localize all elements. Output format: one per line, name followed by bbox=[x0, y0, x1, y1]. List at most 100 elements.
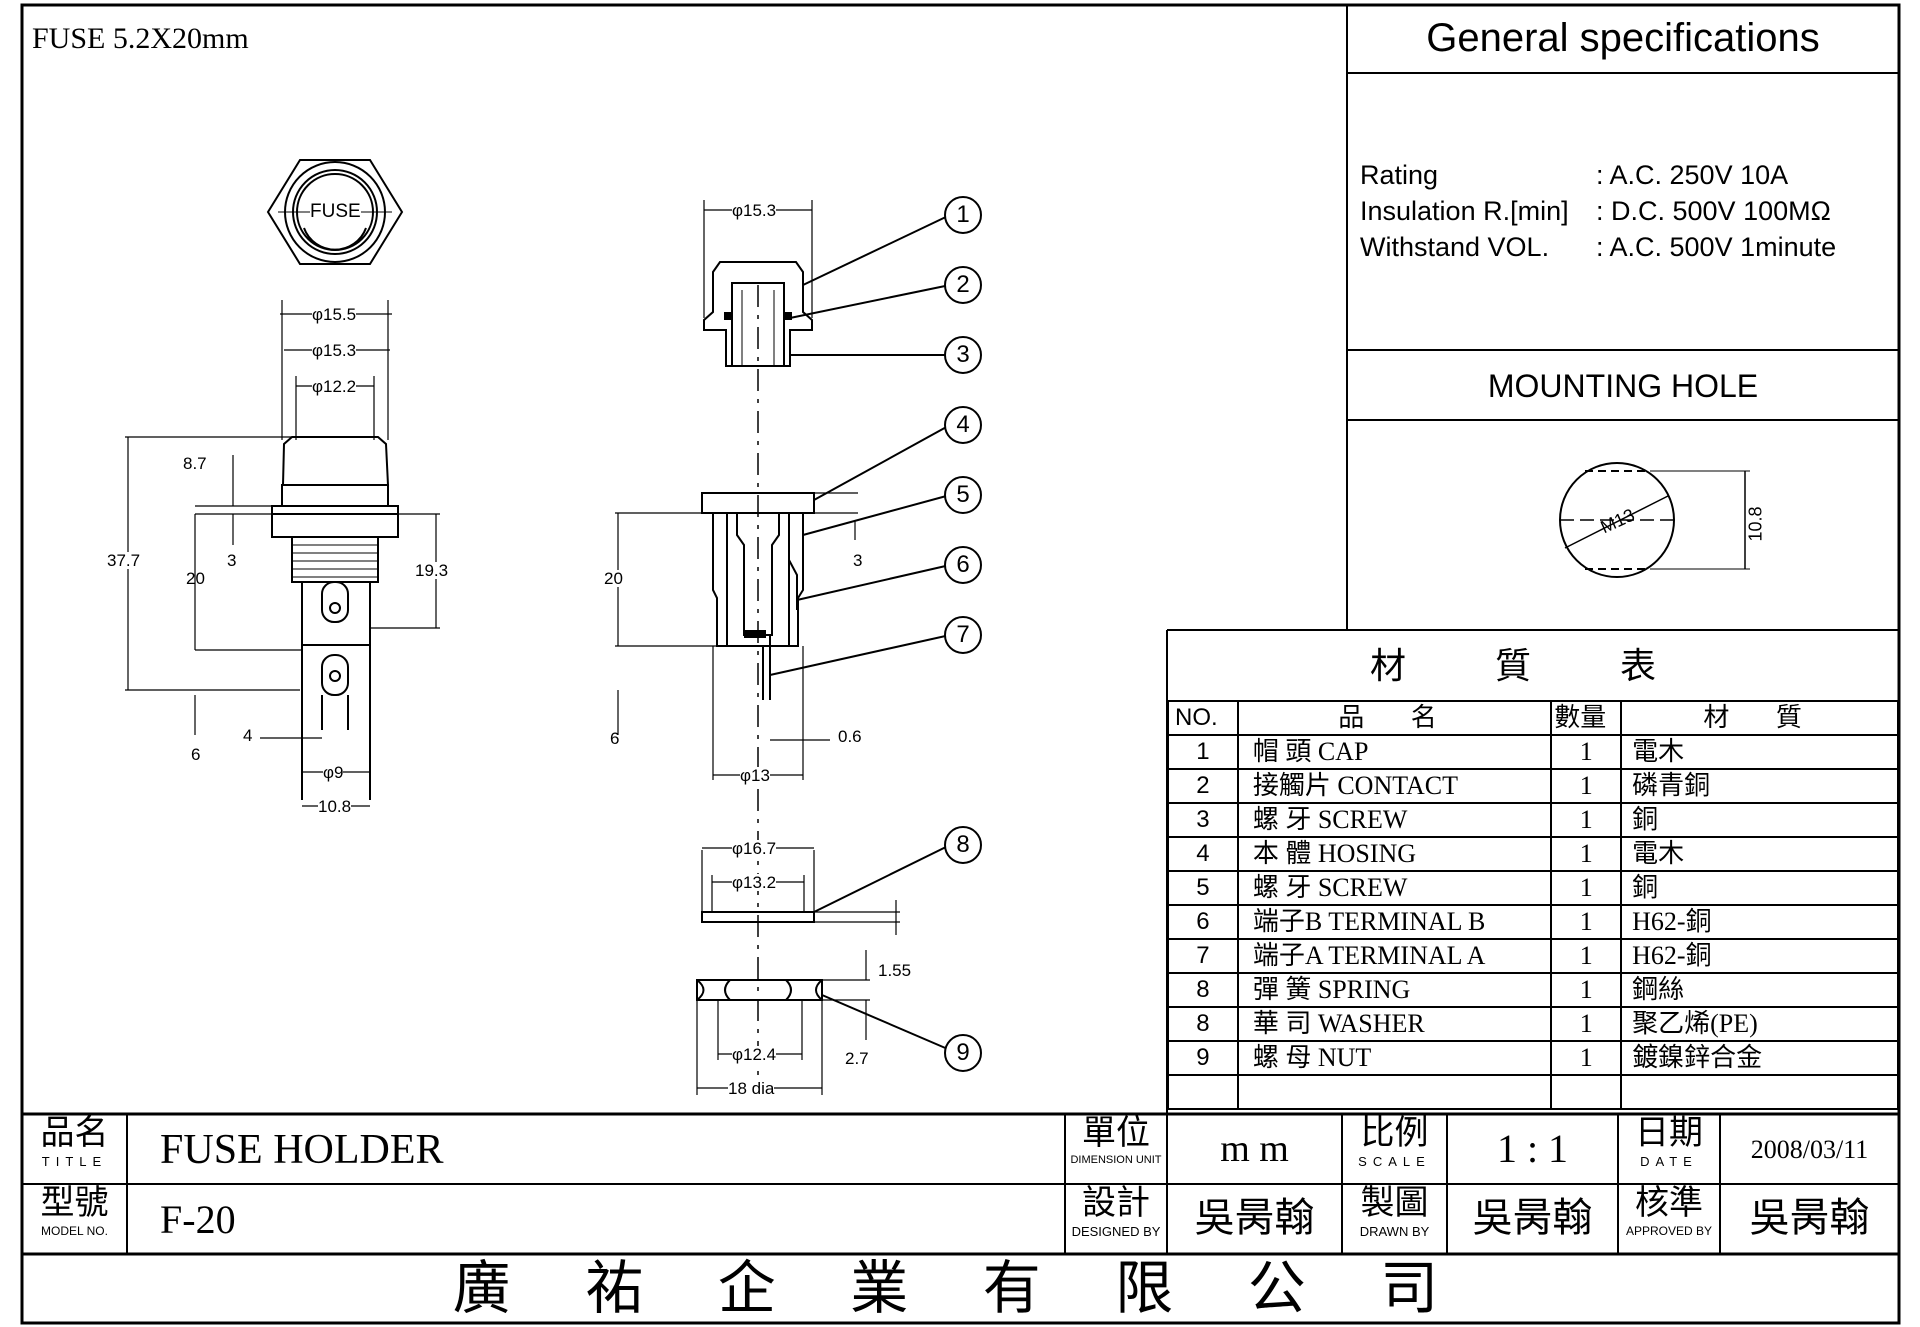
materials-cell-no: 8 bbox=[1167, 972, 1239, 1008]
spec-label-insulation: Insulation R.[min] bbox=[1360, 196, 1569, 226]
dim-nut-width: 18 dia bbox=[728, 1079, 775, 1098]
dim-term-width: 4 bbox=[243, 726, 253, 745]
designed-label: 設計 DESIGNED BY bbox=[1065, 1184, 1167, 1254]
scale-label-en: SCALE bbox=[1358, 1154, 1431, 1169]
company-name: 廣 祐 企 業 有 限 公 司 bbox=[452, 1256, 1469, 1321]
materials-cell-material: 電木 bbox=[1620, 836, 1899, 872]
dim-nut-dia: φ12.4 bbox=[732, 1045, 777, 1064]
dim-exp-term: 6 bbox=[610, 729, 620, 748]
materials-cell-material: H62-銅 bbox=[1620, 904, 1899, 940]
materials-cell-no: 5 bbox=[1167, 870, 1239, 906]
materials-cell-material: 鋼絲 bbox=[1620, 972, 1899, 1008]
fuse-size-label: FUSE 5.2X20mm bbox=[32, 22, 249, 55]
approved-value: 吳昺翰 bbox=[1749, 1195, 1870, 1240]
materials-cell-qty: 1 bbox=[1550, 1040, 1623, 1076]
materials-cell-qty bbox=[1550, 1074, 1623, 1110]
spec-value-withstand: : A.C. 500V 1minute bbox=[1596, 232, 1837, 262]
dim-cap-dia: φ15.3 bbox=[732, 201, 777, 220]
model-label: 型號 MODEL NO. bbox=[22, 1184, 127, 1254]
materials-cell-name: 本 體 HOSING bbox=[1236, 836, 1553, 872]
unit-value: m m bbox=[1220, 1128, 1289, 1170]
materials-cell-name: 帽 頭 CAP bbox=[1236, 734, 1553, 770]
materials-cell-name: 螺 母 NUT bbox=[1236, 1040, 1553, 1076]
materials-cell-qty: 1 bbox=[1550, 972, 1623, 1008]
materials-cell-no bbox=[1167, 1074, 1239, 1110]
date-label: 日期 DATE bbox=[1618, 1114, 1720, 1184]
unit-label-en: DIMENSION UNIT bbox=[1070, 1154, 1162, 1166]
drawn-label: 製圖 DRAWN BY bbox=[1342, 1184, 1447, 1254]
callout-3: 3 bbox=[944, 336, 982, 374]
drawn-label-cn: 製圖 bbox=[1360, 1185, 1429, 1222]
dim-exp-flange: 3 bbox=[853, 551, 863, 570]
model-value: F-20 bbox=[160, 1197, 236, 1242]
materials-cell-qty: 1 bbox=[1550, 836, 1623, 872]
materials-cell-no: 8 bbox=[1167, 1006, 1239, 1042]
cap-fuse-text: FUSE bbox=[310, 201, 361, 222]
materials-cell-material: 鍍鎳鋅合金 bbox=[1620, 1040, 1899, 1076]
date-value: 2008/03/11 bbox=[1750, 1135, 1869, 1164]
dim-spring-d2: φ13.2 bbox=[732, 873, 777, 892]
materials-cell-qty: 1 bbox=[1550, 802, 1623, 838]
materials-title: 材 質 表 bbox=[1369, 646, 1696, 686]
date-label-cn: 日期 bbox=[1635, 1115, 1703, 1152]
unit-label-cn: 單位 bbox=[1082, 1115, 1150, 1152]
drawn-label-en: DRAWN BY bbox=[1359, 1224, 1430, 1239]
mounting-hole-title: MOUNTING HOLE bbox=[1487, 368, 1759, 404]
materials-cell-material: H62-銅 bbox=[1620, 938, 1899, 974]
callout-4: 4 bbox=[944, 406, 982, 444]
dim-term-dia: φ9 bbox=[323, 763, 344, 782]
materials-cell-qty: 1 bbox=[1550, 1006, 1623, 1042]
materials-cell-material bbox=[1620, 1074, 1899, 1110]
callout-8: 8 bbox=[944, 826, 982, 864]
materials-cell-material: 磷青銅 bbox=[1620, 768, 1899, 804]
approved-label: 核準 APPROVED BY bbox=[1618, 1184, 1720, 1254]
materials-cell-no: 7 bbox=[1167, 938, 1239, 974]
materials-cell-no: 1 bbox=[1167, 734, 1239, 770]
title-label-cn: 品名 bbox=[40, 1115, 109, 1152]
materials-header-no: NO. bbox=[1167, 700, 1239, 736]
scale-value: 1 : 1 bbox=[1496, 1126, 1569, 1171]
spec-value-insulation: : D.C. 500V 100MΩ bbox=[1596, 196, 1831, 226]
materials-cell-name: 華 司 WASHER bbox=[1236, 1006, 1553, 1042]
materials-cell-material: 聚乙烯(PE) bbox=[1620, 1006, 1899, 1042]
date-label-en: DATE bbox=[1640, 1154, 1698, 1169]
dim-front-d1: φ15.5 bbox=[312, 305, 357, 324]
materials-cell-name: 接觸片 CONTACT bbox=[1236, 768, 1553, 804]
materials-cell-material: 電木 bbox=[1620, 734, 1899, 770]
materials-cell-material: 銅 bbox=[1620, 870, 1899, 906]
dim-nut-thickness: 2.7 bbox=[845, 1049, 869, 1068]
general-specs-title: General specifications bbox=[1426, 16, 1820, 60]
title-label-en: TITLE bbox=[41, 1154, 108, 1169]
dim-flange: 3 bbox=[227, 551, 237, 570]
dim-spring-thickness: 1.55 bbox=[878, 961, 912, 980]
scale-label-cn: 比例 bbox=[1360, 1115, 1429, 1152]
scale-label: 比例 SCALE bbox=[1342, 1114, 1447, 1184]
materials-cell-no: 6 bbox=[1167, 904, 1239, 940]
dim-body-height: 20 bbox=[186, 569, 205, 588]
model-label-en: MODEL NO. bbox=[41, 1224, 108, 1238]
callout-2: 2 bbox=[944, 266, 982, 304]
materials-cell-no: 3 bbox=[1167, 802, 1239, 838]
materials-cell-name: 彈 簧 SPRING bbox=[1236, 972, 1553, 1008]
dim-spring-d1: φ16.7 bbox=[732, 839, 777, 858]
spec-label-rating: Rating bbox=[1360, 160, 1439, 190]
approved-label-cn: 核準 bbox=[1635, 1185, 1703, 1222]
materials-cell-name: 螺 牙 SCREW bbox=[1236, 870, 1553, 906]
materials-cell-no: 4 bbox=[1167, 836, 1239, 872]
spec-value-rating: : A.C. 250V 10A bbox=[1596, 160, 1789, 190]
outer-frame bbox=[20, 3, 1901, 1325]
materials-cell-material: 銅 bbox=[1620, 802, 1899, 838]
dim-front-d2: φ15.3 bbox=[312, 341, 357, 360]
unit-label: 單位 DIMENSION UNIT bbox=[1065, 1114, 1167, 1184]
